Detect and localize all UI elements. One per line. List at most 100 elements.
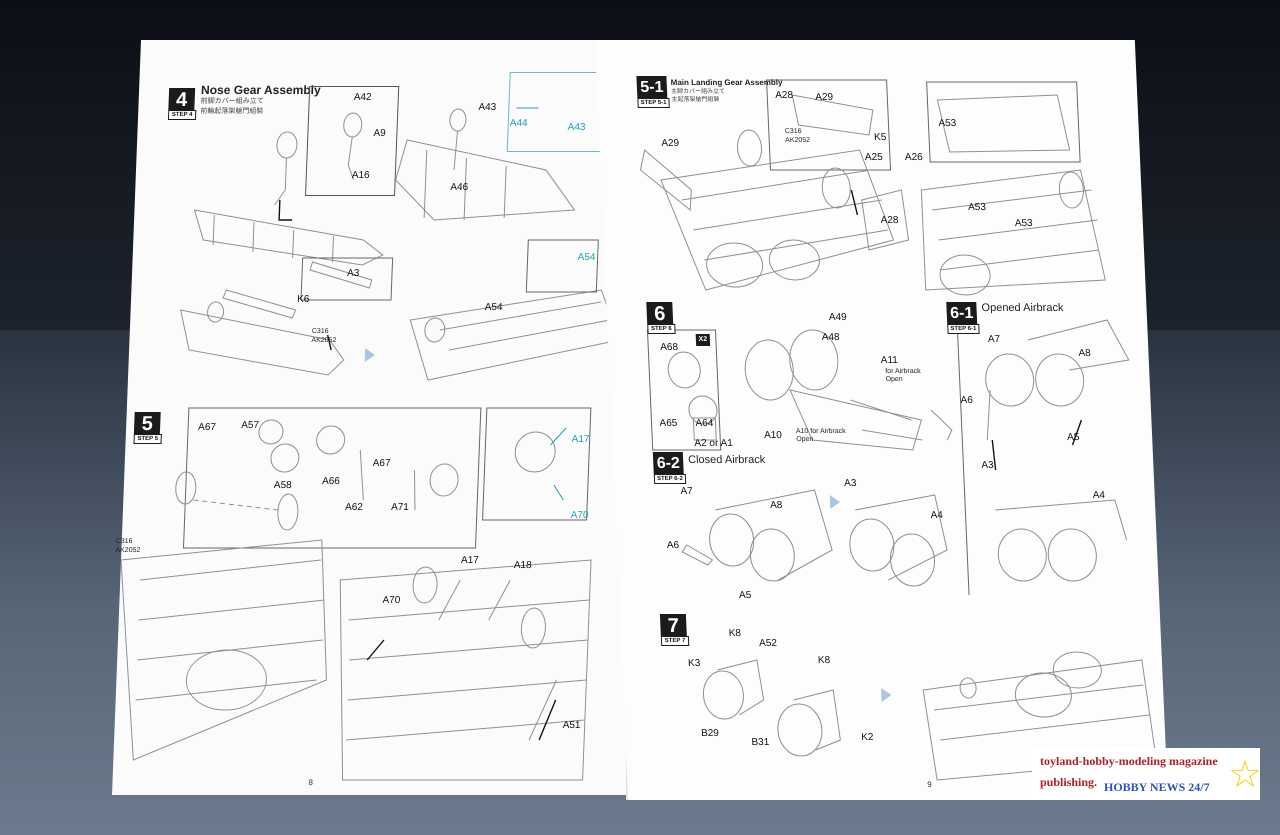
page-number: 8 bbox=[308, 778, 314, 787]
part-note: A10 for Airbrack Open bbox=[795, 428, 846, 443]
paint-code: C316 bbox=[115, 538, 133, 545]
part-label: A10 bbox=[763, 430, 783, 441]
step-6-sub: STEP 6 bbox=[647, 324, 676, 334]
part-label: A62 bbox=[344, 502, 364, 513]
step-5-1-cjk-2: 主起落架艙門組裝 bbox=[671, 97, 720, 103]
part-label: A53 bbox=[967, 202, 987, 213]
part-label: A4 bbox=[1092, 490, 1106, 501]
part-label: A67 bbox=[372, 458, 391, 469]
step-5-1-title: Main Landing Gear Assembly bbox=[670, 78, 783, 87]
part-label: A17 bbox=[460, 555, 480, 566]
left-page-line-art bbox=[120, 107, 621, 781]
part-label: A52 bbox=[758, 638, 778, 649]
part-label: A5 bbox=[738, 590, 752, 601]
part-label: A8 bbox=[1078, 348, 1091, 359]
part-label: A16 bbox=[351, 170, 370, 181]
part-label: K8 bbox=[817, 655, 831, 666]
part-label: A54 bbox=[484, 302, 503, 313]
part-label: A5 bbox=[1066, 432, 1080, 443]
next-arrow-icon bbox=[829, 495, 841, 509]
step-number: 5-1 bbox=[639, 79, 664, 96]
part-label: A42 bbox=[353, 92, 372, 103]
star-icon: ☆ bbox=[1228, 752, 1263, 796]
part-label: A8 bbox=[769, 500, 783, 511]
part-label: A9 bbox=[373, 128, 386, 139]
step-number: 6-1 bbox=[949, 305, 974, 322]
part-label: A4 bbox=[930, 510, 944, 521]
part-label: A29 bbox=[661, 138, 680, 149]
step-5-badge: 5 bbox=[133, 412, 161, 435]
part-label: A44 bbox=[509, 118, 528, 129]
part-label: A25 bbox=[864, 152, 883, 163]
part-label: A18 bbox=[513, 560, 532, 571]
step-5-sub: STEP 5 bbox=[133, 434, 162, 444]
part-label: K5 bbox=[873, 132, 887, 143]
right-page: 5-1 STEP 5-1 Main Landing Gear Assembly … bbox=[594, 40, 1168, 800]
step-6-1-badge: 6-1 bbox=[946, 302, 978, 324]
paint-code: C316 bbox=[311, 328, 329, 335]
part-label: A70 bbox=[382, 595, 401, 606]
paint-code-2: AK2052 bbox=[785, 137, 811, 144]
watermark-line-1: toyland-hobby-modeling magazine bbox=[1040, 754, 1218, 768]
part-label: A65 bbox=[659, 418, 678, 429]
paint-code-2: AK2052 bbox=[115, 547, 141, 554]
part-label: A49 bbox=[828, 312, 847, 323]
watermark-brand: HOBBY NEWS 24/7 bbox=[1104, 780, 1210, 794]
part-label: A71 bbox=[390, 502, 410, 513]
step-6-1-title: Opened Airbrack bbox=[981, 302, 1064, 314]
part-label: A17 bbox=[571, 434, 590, 445]
part-note: for Airbrack Open bbox=[885, 368, 921, 383]
part-label: A64 bbox=[695, 418, 714, 429]
part-label: A11 bbox=[880, 355, 899, 366]
step-6-2-title: Closed Airbrack bbox=[687, 454, 766, 466]
part-label: K3 bbox=[687, 658, 701, 669]
step-6-2-badge: 6-2 bbox=[652, 452, 684, 474]
step-number: 5 bbox=[141, 413, 154, 435]
right-page-line-art bbox=[639, 79, 1157, 781]
part-label: A6 bbox=[960, 395, 974, 406]
part-label: K6 bbox=[296, 294, 310, 305]
part-label: A26 bbox=[904, 152, 923, 163]
step-7-sub: STEP 7 bbox=[660, 636, 690, 646]
part-label: A46 bbox=[450, 182, 469, 193]
step-7-badge: 7 bbox=[659, 614, 687, 637]
part-label: A28 bbox=[880, 215, 899, 226]
next-arrow-icon bbox=[364, 348, 376, 362]
step-number: 7 bbox=[667, 615, 680, 637]
part-label: A66 bbox=[321, 476, 341, 487]
left-page: 4 STEP 4 Nose Gear Assembly 前脚カバー組み立て 前輪… bbox=[112, 40, 664, 795]
part-label: A7 bbox=[680, 486, 694, 497]
part-label: A3 bbox=[346, 268, 360, 279]
part-label: A43 bbox=[478, 102, 497, 113]
paint-code: C316 bbox=[784, 128, 802, 135]
paint-code-2: AK2052 bbox=[311, 337, 337, 344]
quantity-badge: X2 bbox=[695, 334, 711, 346]
part-label: A6 bbox=[666, 540, 680, 551]
step-6-badge: 6 bbox=[646, 302, 674, 325]
part-label: A29 bbox=[815, 92, 834, 103]
part-label: A43 bbox=[567, 122, 586, 133]
part-label: A7 bbox=[987, 334, 1001, 345]
step-5-1-badge: 5-1 bbox=[636, 76, 668, 98]
part-label: A48 bbox=[821, 332, 840, 343]
part-label: A68 bbox=[660, 342, 679, 353]
watermark-line-2: publishing. bbox=[1040, 775, 1098, 789]
part-label: A54 bbox=[577, 252, 596, 263]
step-number: 6-2 bbox=[656, 455, 681, 472]
part-label: K8 bbox=[728, 628, 742, 639]
publisher-watermark: toyland-hobby-modeling magazine publishi… bbox=[1032, 748, 1263, 800]
part-label: A70 bbox=[570, 510, 589, 521]
part-label: A53 bbox=[1014, 218, 1033, 229]
part-label: A28 bbox=[775, 90, 794, 101]
part-label: A53 bbox=[938, 118, 957, 129]
part-label: K2 bbox=[861, 732, 874, 743]
part-label: B31 bbox=[751, 737, 770, 748]
step-6-2-sub: STEP 6-2 bbox=[653, 474, 687, 484]
step-6-1-sub: STEP 6-1 bbox=[947, 324, 980, 334]
part-label: A3 bbox=[843, 478, 857, 489]
part-label: B29 bbox=[700, 728, 720, 739]
part-label: A67 bbox=[197, 422, 217, 433]
step-number: 6 bbox=[653, 303, 666, 325]
part-label: A51 bbox=[562, 720, 581, 731]
